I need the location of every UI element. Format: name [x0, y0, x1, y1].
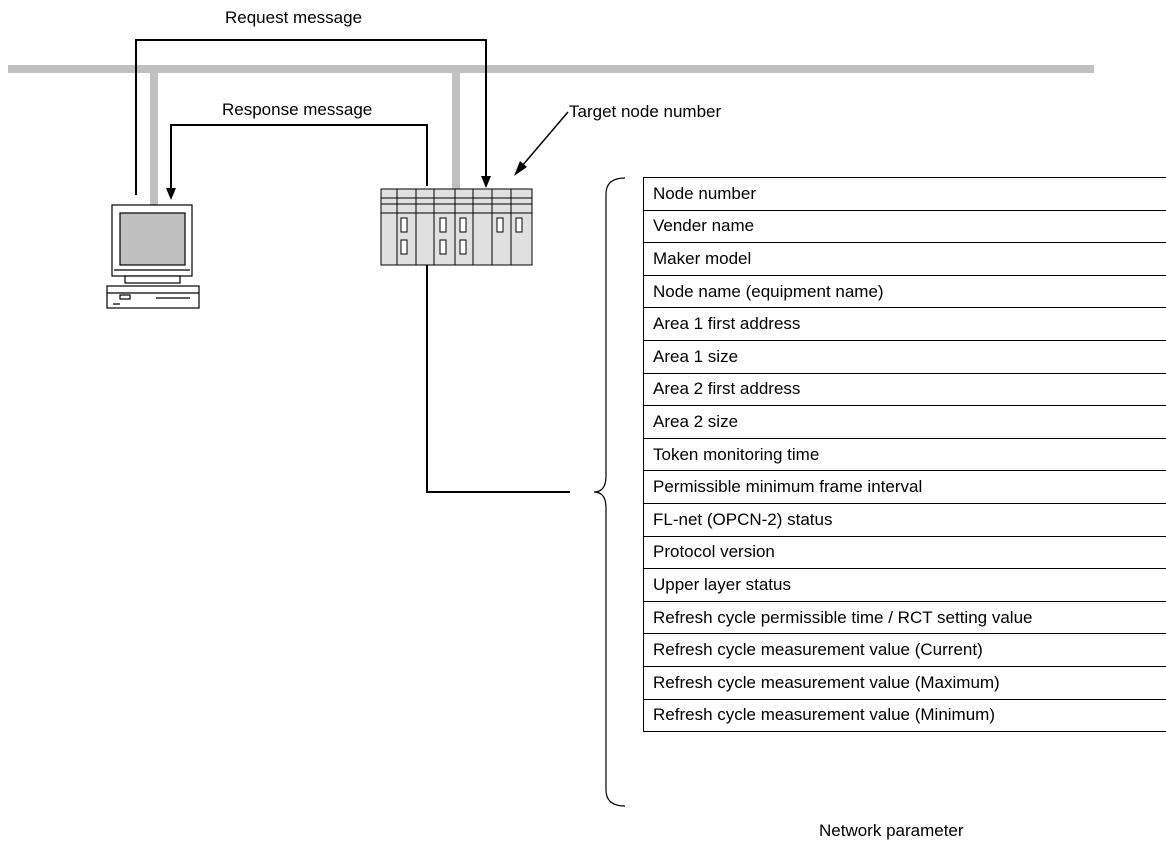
parameter-cell: Node name (equipment name): [643, 274, 1166, 309]
parameter-cell: Area 2 size: [643, 405, 1166, 439]
table-row: Vender name: [643, 209, 1166, 244]
parameter-cell: Maker model: [643, 242, 1166, 276]
network-parameter-caption: Network parameter: [819, 821, 964, 840]
parameter-cell: Area 2 first address: [643, 372, 1166, 407]
response-message-line: [170, 124, 428, 188]
table-row: Area 2 size: [643, 405, 1166, 439]
parameter-cell: Refresh cycle measurement value (Current…: [643, 633, 1166, 667]
request-arrowhead: [481, 176, 491, 188]
parameter-cell: Token monitoring time: [643, 437, 1166, 472]
table-row: Refresh cycle permissible time / RCT set…: [643, 600, 1166, 635]
parameter-cell: Area 1 size: [643, 339, 1166, 374]
network-bus: [8, 65, 1094, 73]
table-row: Area 1 first address: [643, 307, 1166, 341]
parameter-cell: Refresh cycle permissible time / RCT set…: [643, 600, 1166, 635]
table-row: Protocol version: [643, 535, 1166, 570]
plc-icon: [380, 188, 533, 266]
computer-icon: [106, 204, 200, 309]
parameter-cell: Permissible minimum frame interval: [643, 470, 1166, 504]
target-node-number-label: Target node number: [569, 102, 722, 121]
curly-brace: [593, 177, 626, 807]
target-pointer-line: [521, 111, 569, 167]
plc-drop: [452, 73, 460, 189]
parameter-cell: Upper layer status: [643, 568, 1166, 602]
response-message-label: Response message: [222, 100, 373, 119]
table-row: Node name (equipment name): [643, 274, 1166, 309]
table-row: Area 2 first address: [643, 372, 1166, 407]
table-row: Node number: [643, 177, 1166, 211]
request-message-label: Request message: [225, 8, 363, 27]
table-row: Area 1 size: [643, 339, 1166, 374]
table-row: Refresh cycle measurement value (Current…: [643, 633, 1166, 667]
computer-drop: [150, 73, 158, 210]
table-row: Refresh cycle measurement value (Maximum…: [643, 665, 1166, 700]
table-row: Token monitoring time: [643, 437, 1166, 472]
table-row: Permissible minimum frame interval: [643, 470, 1166, 504]
table-row: Maker model: [643, 242, 1166, 276]
parameter-cell: Node number: [643, 177, 1166, 211]
response-arrowhead: [166, 188, 176, 200]
parameter-cell: Protocol version: [643, 535, 1166, 570]
target-arrowhead: [514, 161, 527, 176]
parameter-cell: Area 1 first address: [643, 307, 1166, 341]
table-row: FL-net (OPCN-2) status: [643, 502, 1166, 537]
parameter-cell: Refresh cycle measurement value (Minimum…: [643, 698, 1166, 733]
table-row: Upper layer status: [643, 568, 1166, 602]
parameter-connector-line: [426, 265, 570, 493]
parameter-cell: Refresh cycle measurement value (Maximum…: [643, 665, 1166, 700]
table-row: Refresh cycle measurement value (Minimum…: [643, 698, 1166, 733]
request-message-line: [135, 39, 487, 195]
parameter-cell: Vender name: [643, 209, 1166, 244]
parameter-cell: FL-net (OPCN-2) status: [643, 502, 1166, 537]
